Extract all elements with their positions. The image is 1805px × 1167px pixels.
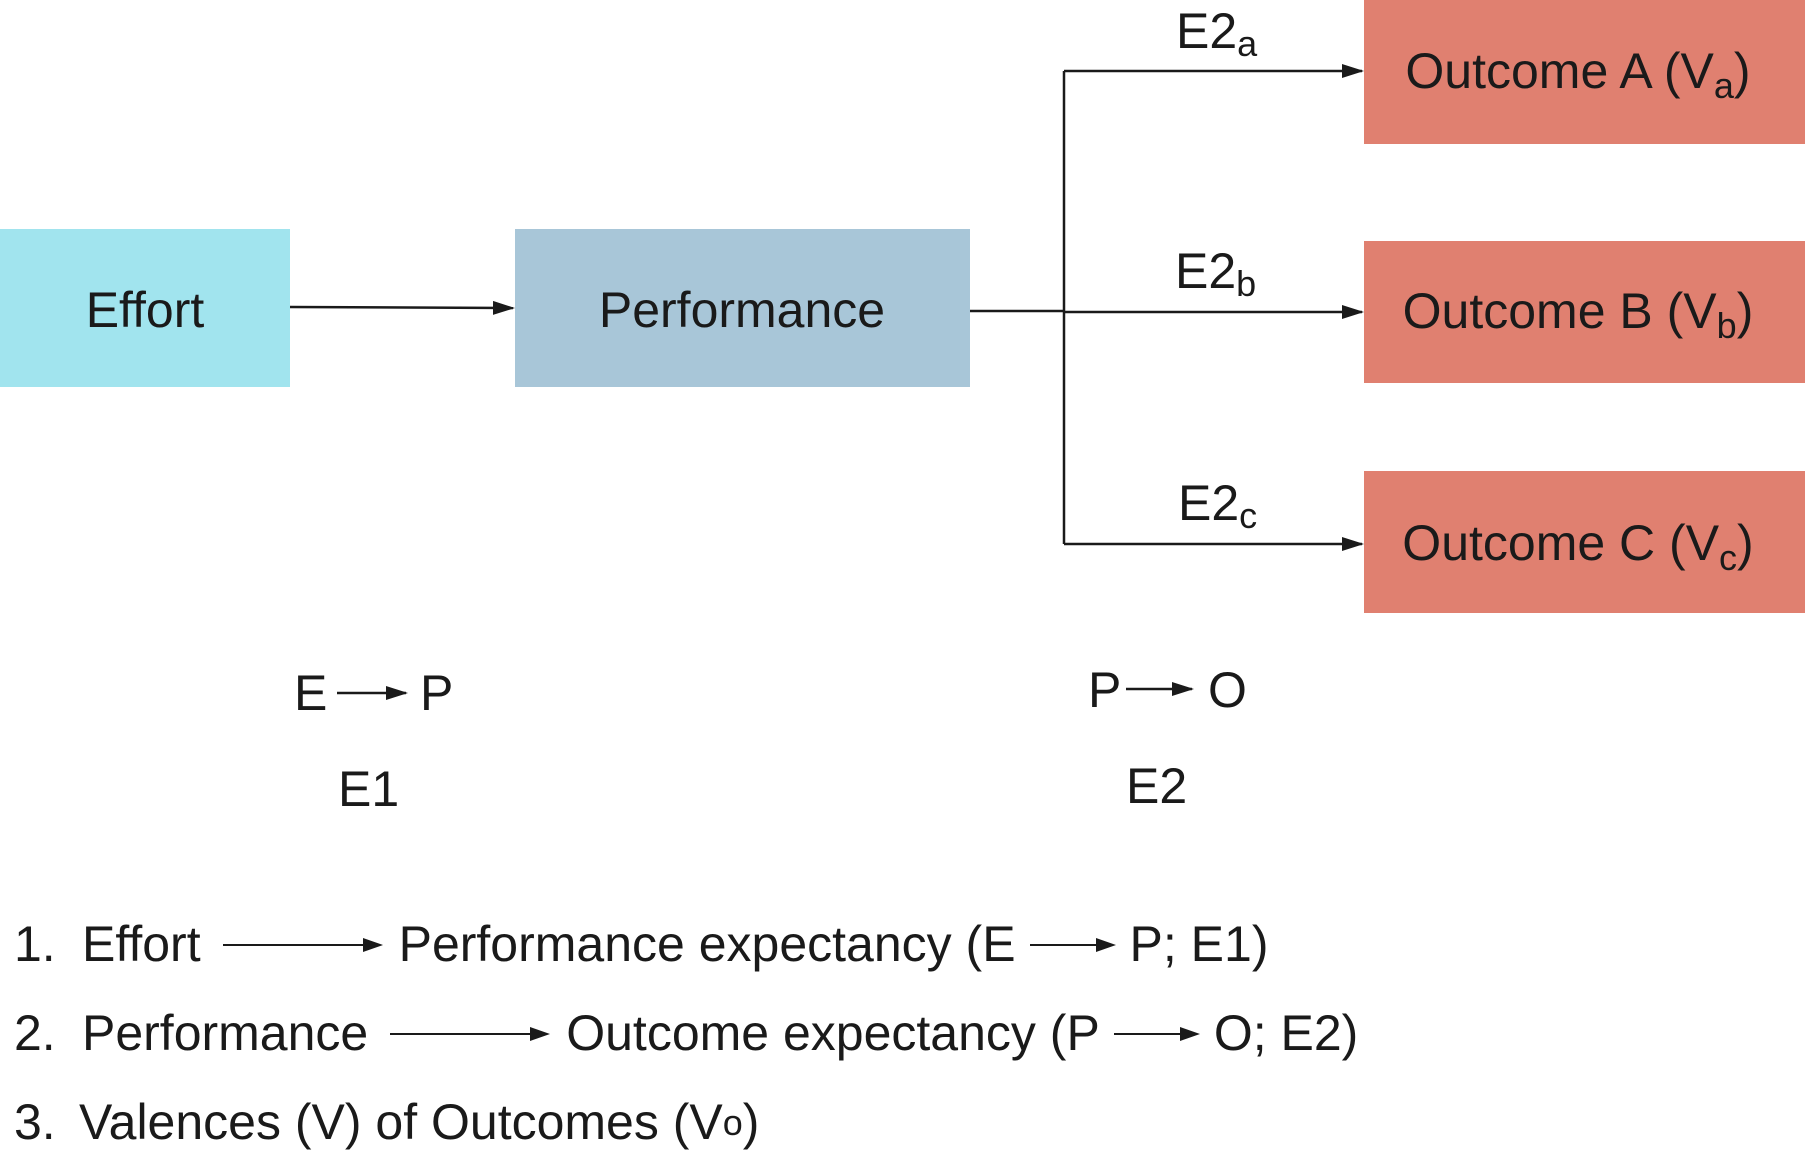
- performance-label: Performance: [599, 282, 885, 338]
- effort-to-performance-arrow: [289, 300, 515, 315]
- outcome-a-text: Outcome A (V: [1405, 43, 1714, 99]
- outcome-b-box: [1364, 241, 1805, 383]
- step-2-number: 2.: [14, 1005, 56, 1061]
- edge-label-e2b: E2b: [1175, 243, 1256, 304]
- performance-box: [515, 229, 970, 387]
- step-1-left: Effort: [82, 916, 201, 972]
- edge-label-e2a: E2a: [1176, 3, 1258, 64]
- outcome-c-text: Outcome C (V: [1402, 515, 1719, 571]
- outcome-c-label: Outcome C (Vc): [1402, 515, 1753, 578]
- step-2-tail: O; E2): [1213, 1005, 1359, 1061]
- effort-box: [0, 229, 290, 387]
- step-3-number: 3.: [14, 1094, 56, 1150]
- relation-o-to: O: [1208, 662, 1247, 718]
- outcome-a-box: [1364, 0, 1805, 144]
- step-3-text: Valences (V) of Outcomes (V: [79, 1094, 723, 1150]
- step-1-number: 1.: [14, 916, 56, 972]
- outcome-b-sub: b: [1717, 305, 1737, 346]
- step-3-close: ): [742, 1094, 760, 1150]
- outcome-c-box: [1364, 471, 1805, 613]
- step-1-tail: P; E1): [1129, 916, 1269, 972]
- effort-label: Effort: [86, 282, 205, 338]
- edge-label-e2b-text: E2: [1175, 243, 1236, 299]
- outcome-a-label: Outcome A (Va): [1405, 43, 1750, 106]
- step-1-right: Performance expectancy (E: [398, 916, 1016, 972]
- relation-p-from: P: [1088, 662, 1121, 718]
- outcome-b-close: ): [1737, 283, 1754, 339]
- relation-p-to: P: [420, 665, 453, 721]
- step-1-inner-arrow: [1029, 935, 1116, 955]
- step-1: 1. Effort Performance expectancy (E P; E…: [14, 900, 1358, 989]
- edge-label-e2a-sub: a: [1237, 23, 1258, 64]
- step-2: 2. Performance Outcome expectancy (P O; …: [14, 989, 1358, 1078]
- outcome-c-close: ): [1737, 515, 1754, 571]
- edge-label-e2c-text: E2: [1178, 475, 1239, 531]
- outcome-b-label: Outcome B (Vb): [1403, 283, 1754, 346]
- outcome-a-close: ): [1734, 43, 1751, 99]
- step-2-arrow: [390, 1024, 551, 1044]
- relation-e2-label: E2: [1126, 758, 1187, 814]
- outcome-b-text: Outcome B (V: [1403, 283, 1718, 339]
- edge-label-e2c-sub: c: [1239, 495, 1257, 536]
- outcome-a-sub: a: [1714, 65, 1735, 106]
- outcome-c-sub: c: [1719, 537, 1737, 578]
- edge-label-e2c: E2c: [1178, 475, 1257, 536]
- relation-e1-label: E1: [338, 761, 399, 817]
- step-1-arrow: [222, 935, 383, 955]
- steps-list: 1. Effort Performance expectancy (E P; E…: [14, 900, 1358, 1167]
- step-2-left: Performance: [82, 1005, 369, 1061]
- step-2-right: Outcome expectancy (P: [566, 1005, 1100, 1061]
- edge-label-e2a-text: E2: [1176, 3, 1237, 59]
- relation-e-from: E: [294, 665, 327, 721]
- step-2-inner-arrow: [1113, 1024, 1200, 1044]
- edge-label-e2b-sub: b: [1236, 263, 1256, 304]
